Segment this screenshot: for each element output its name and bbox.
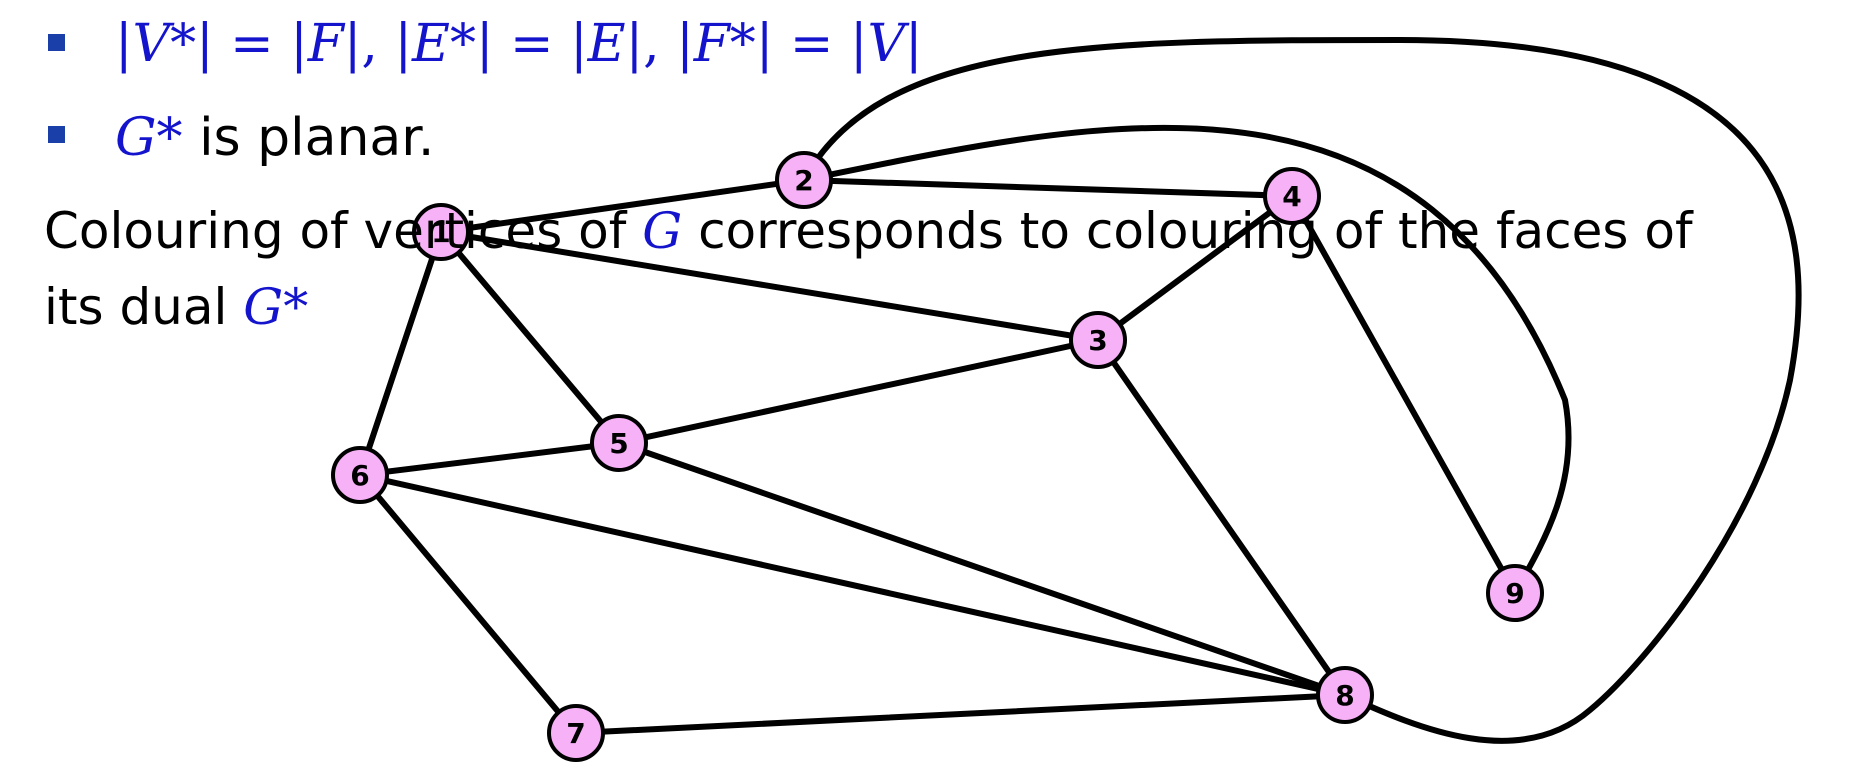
paragraph-part-1: Colouring of vertices of — [44, 202, 643, 260]
abs-bar: | — [115, 14, 133, 74]
vertex-circle-8 — [1316, 666, 1374, 724]
edge-6-7 — [357, 472, 579, 736]
g-symbol: G — [642, 202, 683, 260]
vertex-label-2: 2 — [794, 164, 813, 197]
vertex-circle-9 — [1486, 564, 1544, 622]
v-star-symbol: V* — [132, 14, 197, 74]
edge-1-6 — [357, 229, 444, 478]
paragraph-line-2: its dual G* — [44, 272, 308, 342]
vertex-2: 2 — [775, 151, 833, 209]
bullet-1-text: |V*| = |F|, |E*| = |E|, |F*| = |V| — [115, 14, 923, 74]
vertex-circle-4 — [1263, 167, 1321, 225]
edge-3-4 — [1095, 193, 1295, 343]
edge-6-8 — [357, 472, 1348, 698]
vertex-8: 8 — [1316, 666, 1374, 724]
paragraph-part-3: its dual — [44, 278, 244, 336]
paragraph-line-1: Colouring of vertices of G corresponds t… — [44, 196, 1693, 266]
vertex-circle-6 — [331, 446, 389, 504]
vertex-9: 9 — [1486, 564, 1544, 622]
graph-edges — [357, 36, 1802, 744]
bullet-2-square-icon — [48, 126, 65, 143]
edge-5-8 — [616, 440, 1348, 698]
f-symbol: F — [307, 14, 344, 74]
vertex-circle-2 — [775, 151, 833, 209]
edge-3-5 — [616, 337, 1101, 446]
v-symbol: V — [867, 14, 906, 74]
vertex-1: 1 — [412, 203, 470, 261]
edge-2-8 — [801, 36, 1802, 744]
vertex-label-7: 7 — [566, 717, 585, 750]
vertex-circle-7 — [547, 704, 605, 762]
edge-1-5 — [438, 229, 622, 446]
vertex-circle-1 — [412, 203, 470, 261]
vertex-label-8: 8 — [1335, 679, 1354, 712]
vertex-label-6: 6 — [350, 459, 369, 492]
vertex-7: 7 — [547, 704, 605, 762]
vertex-6: 6 — [331, 446, 389, 504]
edge-5-6 — [357, 440, 622, 478]
bullet-2-text: G* is planar. — [115, 100, 434, 176]
edge-7-8 — [573, 692, 1348, 736]
bullet-1-square-icon — [48, 34, 65, 51]
vertex-label-4: 4 — [1282, 180, 1301, 213]
vertex-label-5: 5 — [609, 427, 628, 460]
g-star-symbol-2: G* — [243, 278, 309, 336]
vertex-label-9: 9 — [1505, 577, 1524, 610]
edge-2-9 — [801, 124, 1572, 596]
f-star-symbol: F* — [693, 14, 756, 74]
vertex-label-3: 3 — [1088, 324, 1107, 357]
edge-3-8 — [1095, 337, 1348, 698]
vertex-4: 4 — [1263, 167, 1321, 225]
vertex-3: 3 — [1069, 311, 1127, 369]
edge-2-4 — [801, 177, 1295, 199]
paragraph-part-2: corresponds to colouring of the faces of — [682, 202, 1693, 260]
edge-4-9 — [1289, 193, 1518, 596]
vertex-circle-5 — [590, 414, 648, 472]
vertex-circle-3 — [1069, 311, 1127, 369]
g-star-symbol: G* — [115, 108, 183, 168]
vertex-label-1: 1 — [431, 216, 450, 249]
planar-text: is planar. — [182, 108, 435, 168]
edge-1-2 — [438, 177, 807, 235]
e-star-symbol: E* — [411, 14, 476, 74]
graph-nodes: 1 2 3 4 5 6 7 8 9 — [331, 151, 1544, 762]
edge-1-3 — [438, 229, 1101, 343]
vertex-5: 5 — [590, 414, 648, 472]
e-symbol: E — [587, 14, 626, 74]
